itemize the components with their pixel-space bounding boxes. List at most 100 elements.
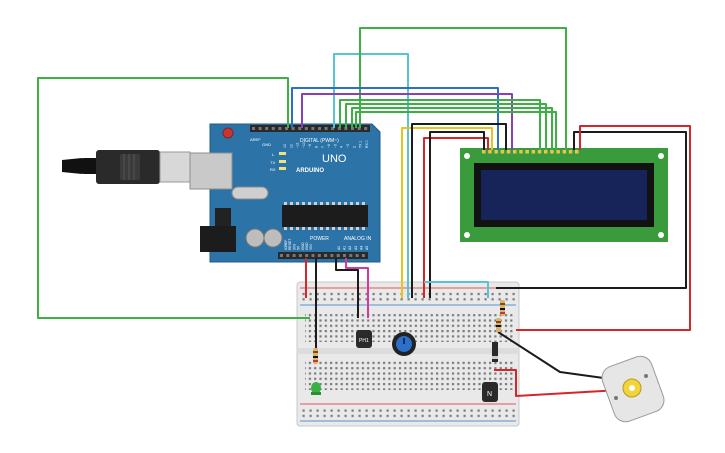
- chip-pin: [350, 227, 353, 230]
- wire-green-e: [345, 103, 547, 150]
- header-hole: [349, 254, 353, 257]
- led-rx-label: RX: [270, 167, 276, 172]
- gnd-label: GND: [262, 142, 271, 147]
- arduino-brand: ARDUINO: [296, 168, 324, 174]
- potentiometer[interactable]: [392, 332, 416, 356]
- chip-pin: [332, 227, 335, 230]
- wire-green-d: [339, 99, 541, 150]
- wire-green-power: [37, 77, 310, 319]
- chip-pin: [302, 202, 305, 205]
- wire-green-f: [351, 107, 553, 150]
- header-hole: [298, 254, 302, 257]
- transistor[interactable]: N: [482, 382, 498, 402]
- lcd-mount-hole: [464, 153, 470, 159]
- chip-pin: [344, 202, 347, 205]
- transistor-label: N: [487, 391, 492, 398]
- header-hole: [311, 127, 315, 130]
- wire-red-right: [516, 125, 691, 331]
- lcd-pin: [494, 150, 498, 154]
- header-hole: [280, 254, 283, 257]
- header-hole: [324, 254, 328, 257]
- wires: [37, 27, 691, 397]
- digital-pin-label: ~10: [302, 142, 306, 148]
- lcd-pin: [575, 150, 579, 154]
- header-hole: [298, 127, 302, 130]
- header-hole: [355, 254, 359, 257]
- chip-pin: [308, 227, 311, 230]
- chip-pin: [326, 202, 329, 205]
- lcd-mount-hole: [658, 153, 664, 159]
- header-hole: [357, 127, 361, 130]
- header-hole: [292, 254, 296, 257]
- wire-black-right: [496, 131, 687, 289]
- header-hole: [337, 127, 341, 130]
- digital-pin-label: 13: [283, 144, 287, 148]
- dc-motor[interactable]: [599, 353, 668, 425]
- digital-pin-label: 4: [340, 146, 344, 148]
- chip-pin: [338, 227, 341, 230]
- usb-b-port: [189, 152, 233, 190]
- chip-pin: [308, 202, 311, 205]
- wire-yellow: [401, 127, 493, 298]
- regulator-chip: [215, 208, 231, 226]
- arduino-uno-board[interactable]: DIGITAL (PWM~) UNO ARDUINO POWER ANALOG …: [189, 123, 381, 263]
- lcd-pin: [519, 150, 523, 154]
- header-hole: [271, 127, 275, 130]
- header-hole: [317, 254, 321, 257]
- chip-pins: [284, 202, 365, 230]
- digital-pin-label: ~11: [296, 142, 300, 148]
- capacitor-1: [245, 228, 265, 248]
- resistor-1: [313, 348, 318, 364]
- led-l-label: L: [272, 152, 275, 157]
- header-hole: [278, 127, 282, 130]
- green-led: [311, 382, 321, 395]
- led-tx: [279, 160, 286, 163]
- lcd-pin: [544, 150, 548, 154]
- photo-sensor[interactable]: PH1: [356, 330, 372, 348]
- chip-pin: [350, 202, 353, 205]
- power-pin-label: 5V: [297, 245, 301, 250]
- usb-cable: [62, 150, 191, 184]
- lcd-pin: [488, 150, 492, 154]
- digital-pin-label: 2: [352, 146, 356, 148]
- reset-button[interactable]: [222, 127, 234, 139]
- uno-label: UNO: [322, 153, 347, 165]
- header-hole: [304, 127, 308, 130]
- power-analog-header: [278, 252, 368, 259]
- chip-pin: [314, 202, 317, 205]
- wire-black-lcd: [411, 123, 507, 298]
- digital-pin-label: 12: [289, 144, 293, 148]
- analog-label: ANALOG IN: [344, 236, 372, 242]
- wire-magenta: [345, 258, 369, 318]
- lcd-16x2[interactable]: [460, 148, 668, 242]
- lcd-pin: [525, 150, 529, 154]
- wire-black-lcd-2: [429, 131, 485, 298]
- header-hole: [291, 127, 295, 130]
- sensor-label: PH1: [359, 338, 369, 344]
- chip-pin: [344, 227, 347, 230]
- power-pin-label: GND: [301, 242, 305, 250]
- chip-pin: [290, 202, 293, 205]
- chip-pin: [302, 227, 305, 230]
- header-hole: [343, 254, 346, 257]
- analog-pin-label: A1: [343, 246, 347, 250]
- diode: [492, 342, 498, 362]
- header-hole: [285, 127, 288, 130]
- lcd-mount-hole: [464, 232, 470, 238]
- chip-pin: [320, 227, 323, 230]
- wire-black-motor: [497, 331, 619, 381]
- chip-pin: [356, 227, 359, 230]
- digital-label: DIGITAL (PWM~): [300, 138, 339, 144]
- lcd-pin: [537, 150, 542, 154]
- analog-pin-label: A5: [365, 246, 369, 250]
- header-hole: [364, 127, 368, 130]
- header-hole: [252, 127, 255, 130]
- digital-header: [250, 125, 370, 132]
- chip-pin: [362, 202, 365, 205]
- digital-pin-label: ~3: [346, 144, 350, 148]
- wire-blue: [291, 87, 499, 150]
- digital-pin-label: RX 0: [365, 140, 369, 148]
- crystal: [231, 186, 269, 200]
